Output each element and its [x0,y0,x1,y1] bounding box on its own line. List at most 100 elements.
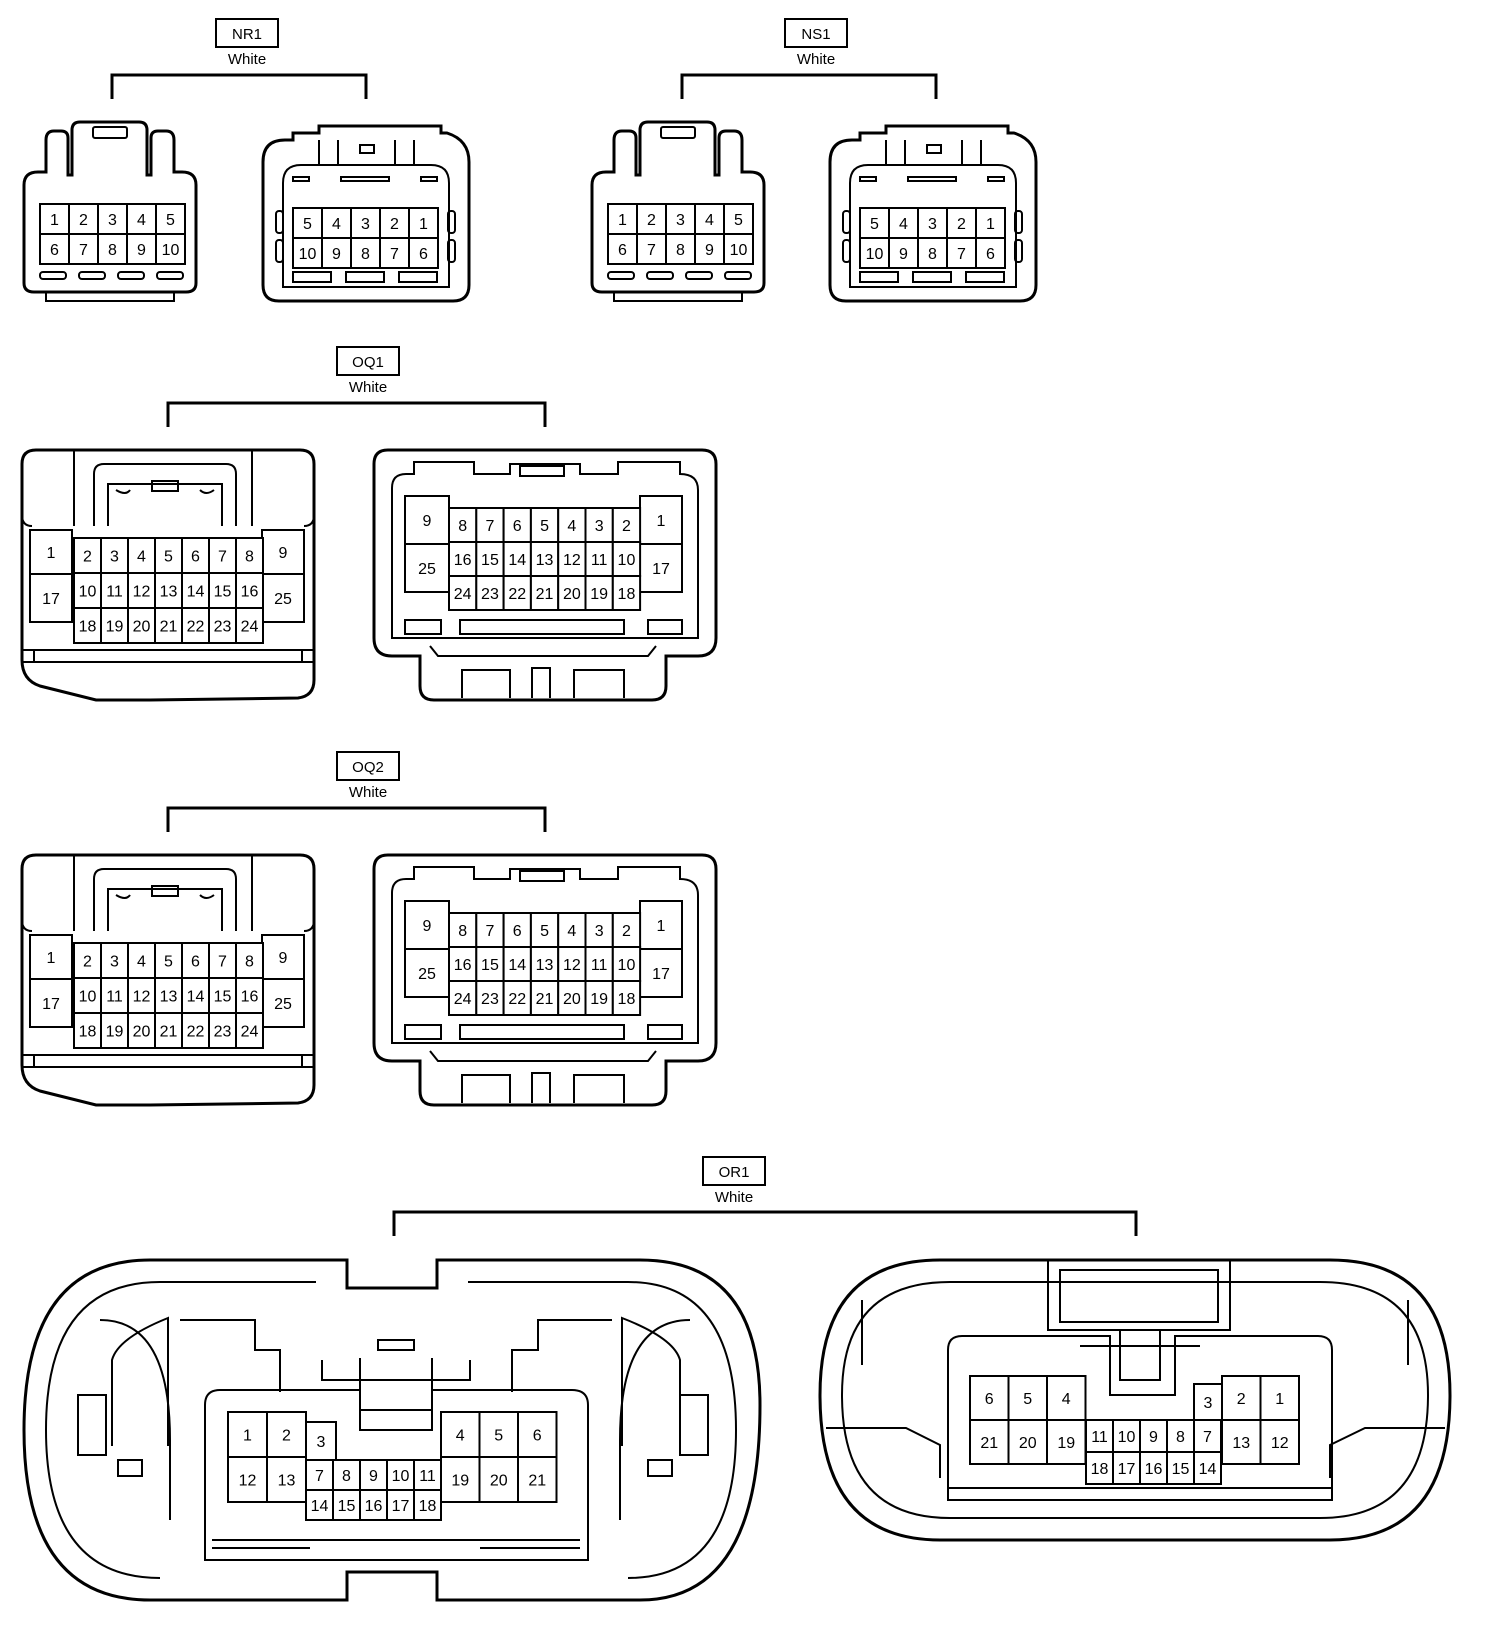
pin-number: 2 [957,216,966,233]
pin-cell [208,1012,237,1049]
pin-number: 2 [83,954,92,971]
pin-number: 3 [110,954,119,971]
pin-cell [350,207,381,239]
pin-number: 1 [419,216,428,233]
connector-color: White [349,784,387,801]
pin-number: 3 [595,923,604,940]
pin-number: 9 [423,918,432,935]
pin-number: 9 [279,545,288,562]
pin-cell [100,572,129,609]
latch-tab [519,870,565,882]
latch-tab [151,480,179,492]
pin-number: 10 [79,584,97,601]
pin-number: 5 [166,212,175,229]
pin-number: 9 [423,513,432,530]
pin-number: 25 [418,966,436,983]
pin-cell [636,233,667,265]
pin-cell [607,233,638,265]
pin-number: 13 [160,584,178,601]
pin-cell [584,575,614,611]
housing-inner [849,164,1017,288]
connector-code: NS1 [801,26,830,43]
connector-color: White [715,1189,753,1206]
pin-number: 15 [214,989,232,1006]
latch-rails [885,140,982,166]
side-rib [1014,239,1023,263]
connector-bracket [392,1210,1138,1236]
pin-cell [636,203,667,235]
terminal-slot [39,271,67,280]
pin-cell [611,575,642,611]
pin-number: 8 [342,1468,351,1485]
connector-code: OQ2 [352,759,384,776]
pin-cell [73,607,102,644]
key-mark [420,176,438,182]
side-rib [447,239,456,263]
latch-frame [1047,1260,1231,1331]
key-mark [987,176,1005,182]
pin-number: 7 [647,242,656,259]
housing-outline [261,124,471,303]
side-rib [447,210,456,234]
connector-bracket [166,401,547,427]
pin-cell [611,541,642,577]
pin-number: 6 [618,242,627,259]
housing-base [45,292,175,302]
housing-base [613,292,743,302]
terminal-slot [859,271,899,283]
pin-cell [181,977,210,1014]
pin-number: 4 [705,212,714,229]
pin-number: 7 [390,246,399,263]
pin-number: 17 [652,966,670,983]
pin-number: 25 [274,996,292,1013]
pin-cell [321,207,352,239]
pin-number: 10 [730,242,748,259]
pin-cell [292,237,323,269]
pin-number: 12 [1271,1435,1289,1452]
pin-number: 16 [241,584,259,601]
pin-number: 4 [137,954,146,971]
pin-cell [404,948,450,998]
pin-cell [29,573,73,623]
pin-number: 1 [657,918,666,935]
pin-number: 10 [1118,1429,1136,1446]
connector-color: White [797,51,835,68]
pin-number: 23 [481,991,499,1008]
pin-cell [475,912,505,948]
pin-number: 19 [451,1473,469,1490]
pin-cell [305,1421,337,1461]
pin-cell [448,980,478,1016]
pin-number: 4 [332,216,341,233]
pin-number: 7 [485,518,494,535]
pin-number: 19 [590,586,608,603]
pin-number: 6 [533,1428,542,1445]
pin-number: 5 [164,954,173,971]
pin-number: 19 [590,991,608,1008]
pin-number: 20 [133,1024,151,1041]
pin-cell [529,980,560,1016]
latch-tab [926,144,942,154]
pin-cell [1259,1419,1300,1465]
pin-cell [404,900,450,950]
pin-number: 13 [160,989,178,1006]
pin-number: 19 [1057,1435,1075,1452]
pin-cell [29,978,73,1028]
terminal-slot [78,271,106,280]
pin-cell [475,541,505,577]
terminal-slot [912,271,952,283]
housing-base [22,649,314,663]
pin-number: 20 [490,1473,508,1490]
pin-number: 2 [622,518,631,535]
pin-number: 1 [657,513,666,530]
pin-number: 6 [513,518,522,535]
pin-number: 24 [454,991,472,1008]
pin-number: 14 [187,989,205,1006]
pin-number: 18 [79,1024,97,1041]
terminal-slot [647,619,683,635]
pin-cell [502,980,532,1016]
pin-number: 10 [866,246,884,263]
pin-number: 17 [1118,1461,1136,1478]
side-rib [275,210,284,234]
